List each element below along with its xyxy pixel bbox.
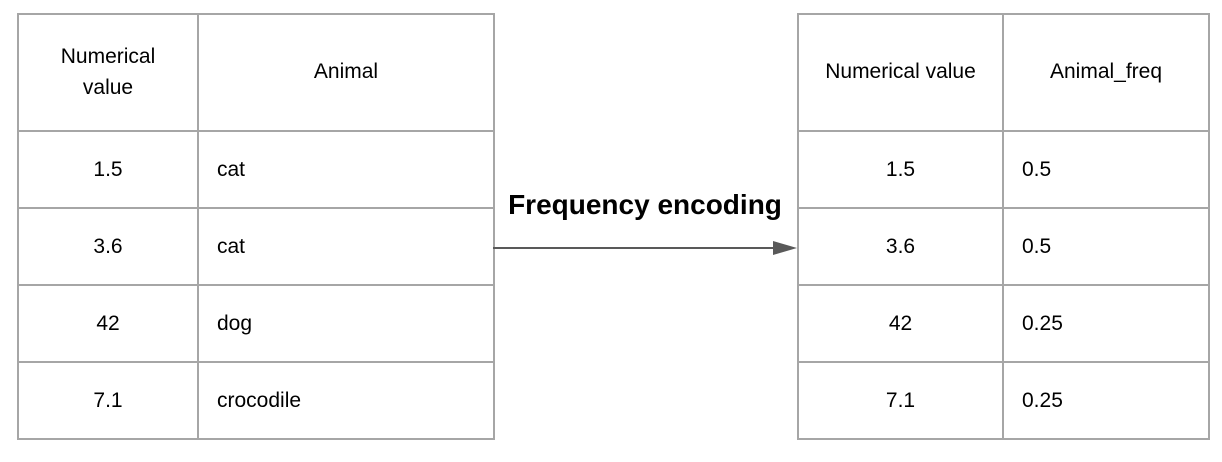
animal-cell: cat xyxy=(197,207,495,286)
numerical-value-column-header: Numerical value xyxy=(797,13,1004,132)
table-row: 7.1 0.25 xyxy=(797,361,1210,440)
arrow-label: Frequency encoding xyxy=(508,189,782,220)
animal-cell: crocodile xyxy=(197,361,495,440)
numerical-value-cell: 7.1 xyxy=(17,361,199,440)
animal-freq-cell: 0.5 xyxy=(1002,130,1210,209)
table-row: 3.6 0.5 xyxy=(797,207,1210,286)
numerical-value-cell: 3.6 xyxy=(797,207,1004,286)
table-row: 7.1 crocodile xyxy=(17,361,495,440)
table-header-row: Numerical value Animal xyxy=(17,13,495,132)
numerical-value-cell: 1.5 xyxy=(17,130,199,209)
table-row: 3.6 cat xyxy=(17,207,495,286)
animal-column-header: Animal xyxy=(197,13,495,132)
table-row: 1.5 cat xyxy=(17,130,495,209)
animal-freq-cell: 0.25 xyxy=(1002,361,1210,440)
numerical-value-cell: 42 xyxy=(797,284,1004,363)
animal-freq-column-header: Animal_freq xyxy=(1002,13,1210,132)
original-table: Numerical value Animal 1.5 cat 3.6 cat 4… xyxy=(17,13,495,440)
numerical-value-cell: 1.5 xyxy=(797,130,1004,209)
table-row: 1.5 0.5 xyxy=(797,130,1210,209)
table-row: 42 0.25 xyxy=(797,284,1210,363)
numerical-value-cell: 3.6 xyxy=(17,207,199,286)
numerical-value-column-header: Numerical value xyxy=(17,13,199,132)
encoded-table: Numerical value Animal_freq 1.5 0.5 3.6 … xyxy=(797,13,1210,440)
numerical-value-cell: 7.1 xyxy=(797,361,1004,440)
numerical-value-cell: 42 xyxy=(17,284,199,363)
animal-cell: cat xyxy=(197,130,495,209)
animal-freq-cell: 0.5 xyxy=(1002,207,1210,286)
animal-cell: dog xyxy=(197,284,495,363)
table-header-row: Numerical value Animal_freq xyxy=(797,13,1210,132)
animal-freq-cell: 0.25 xyxy=(1002,284,1210,363)
right-arrow-icon xyxy=(493,241,797,255)
table-row: 42 dog xyxy=(17,284,495,363)
